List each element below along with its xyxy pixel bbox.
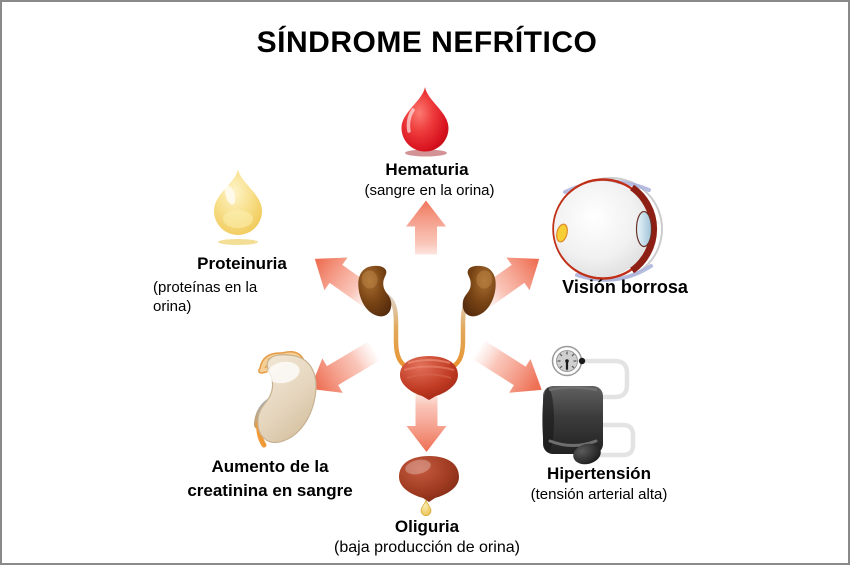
bladder: [400, 356, 458, 400]
page-title: SÍNDROME NEFRÍTICO: [256, 26, 598, 59]
cuff: [542, 386, 603, 454]
urinary-system-icon: [358, 265, 496, 400]
kidney-body: [257, 354, 317, 444]
lens: [635, 210, 653, 248]
arrow-up-icon: [406, 200, 446, 255]
pump-bulb: [573, 443, 601, 465]
tube-bulb: [594, 422, 636, 458]
hematuria-label: Hematuria: [385, 160, 469, 179]
eye-icon: [552, 177, 663, 282]
pressure-gauge: [551, 345, 586, 377]
bladder-drop-icon: [399, 456, 459, 516]
ureter-left: [384, 293, 415, 373]
proteinuria-sublabel: (proteínas en la orina): [153, 279, 258, 315]
oliguria-label: Oliguria: [394, 517, 460, 536]
kidney-right: [462, 265, 496, 317]
hematuria-sublabel: (sangre en la orina): [364, 182, 495, 199]
hipertension-sublabel: (tensión arterial alta): [530, 486, 668, 503]
arrow-lower-right-icon: [473, 340, 542, 393]
blood-drop-icon: [401, 87, 449, 157]
blood-pressure-monitor-icon: [542, 345, 636, 465]
kidney-left: [358, 265, 392, 317]
bladder: [399, 456, 459, 502]
eyeball: [554, 181, 650, 277]
proteinuria-label: Proteinuria: [197, 254, 287, 273]
eyelid-arc-bottom: [575, 264, 653, 282]
optic-nerve-spot: [556, 223, 568, 243]
arrow-down-icon: [406, 390, 447, 452]
retina-crescent: [629, 184, 658, 274]
creatinina-label: Aumento de la creatinina en sangre: [187, 457, 353, 500]
vision-borrosa-label: Visión borrosa: [562, 277, 688, 297]
drop-shadow: [218, 239, 258, 245]
arrow-lower-left-icon: [310, 341, 380, 393]
kidney-icon: [254, 351, 317, 448]
small-urine-drop: [420, 499, 432, 516]
tube-gauge: [579, 358, 630, 400]
oliguria-sublabel: (baja producción de orina): [334, 539, 520, 556]
drop-shadow: [405, 149, 447, 157]
urine-drop-icon: [214, 169, 262, 245]
hipertension-label: Hipertensión: [547, 464, 651, 483]
